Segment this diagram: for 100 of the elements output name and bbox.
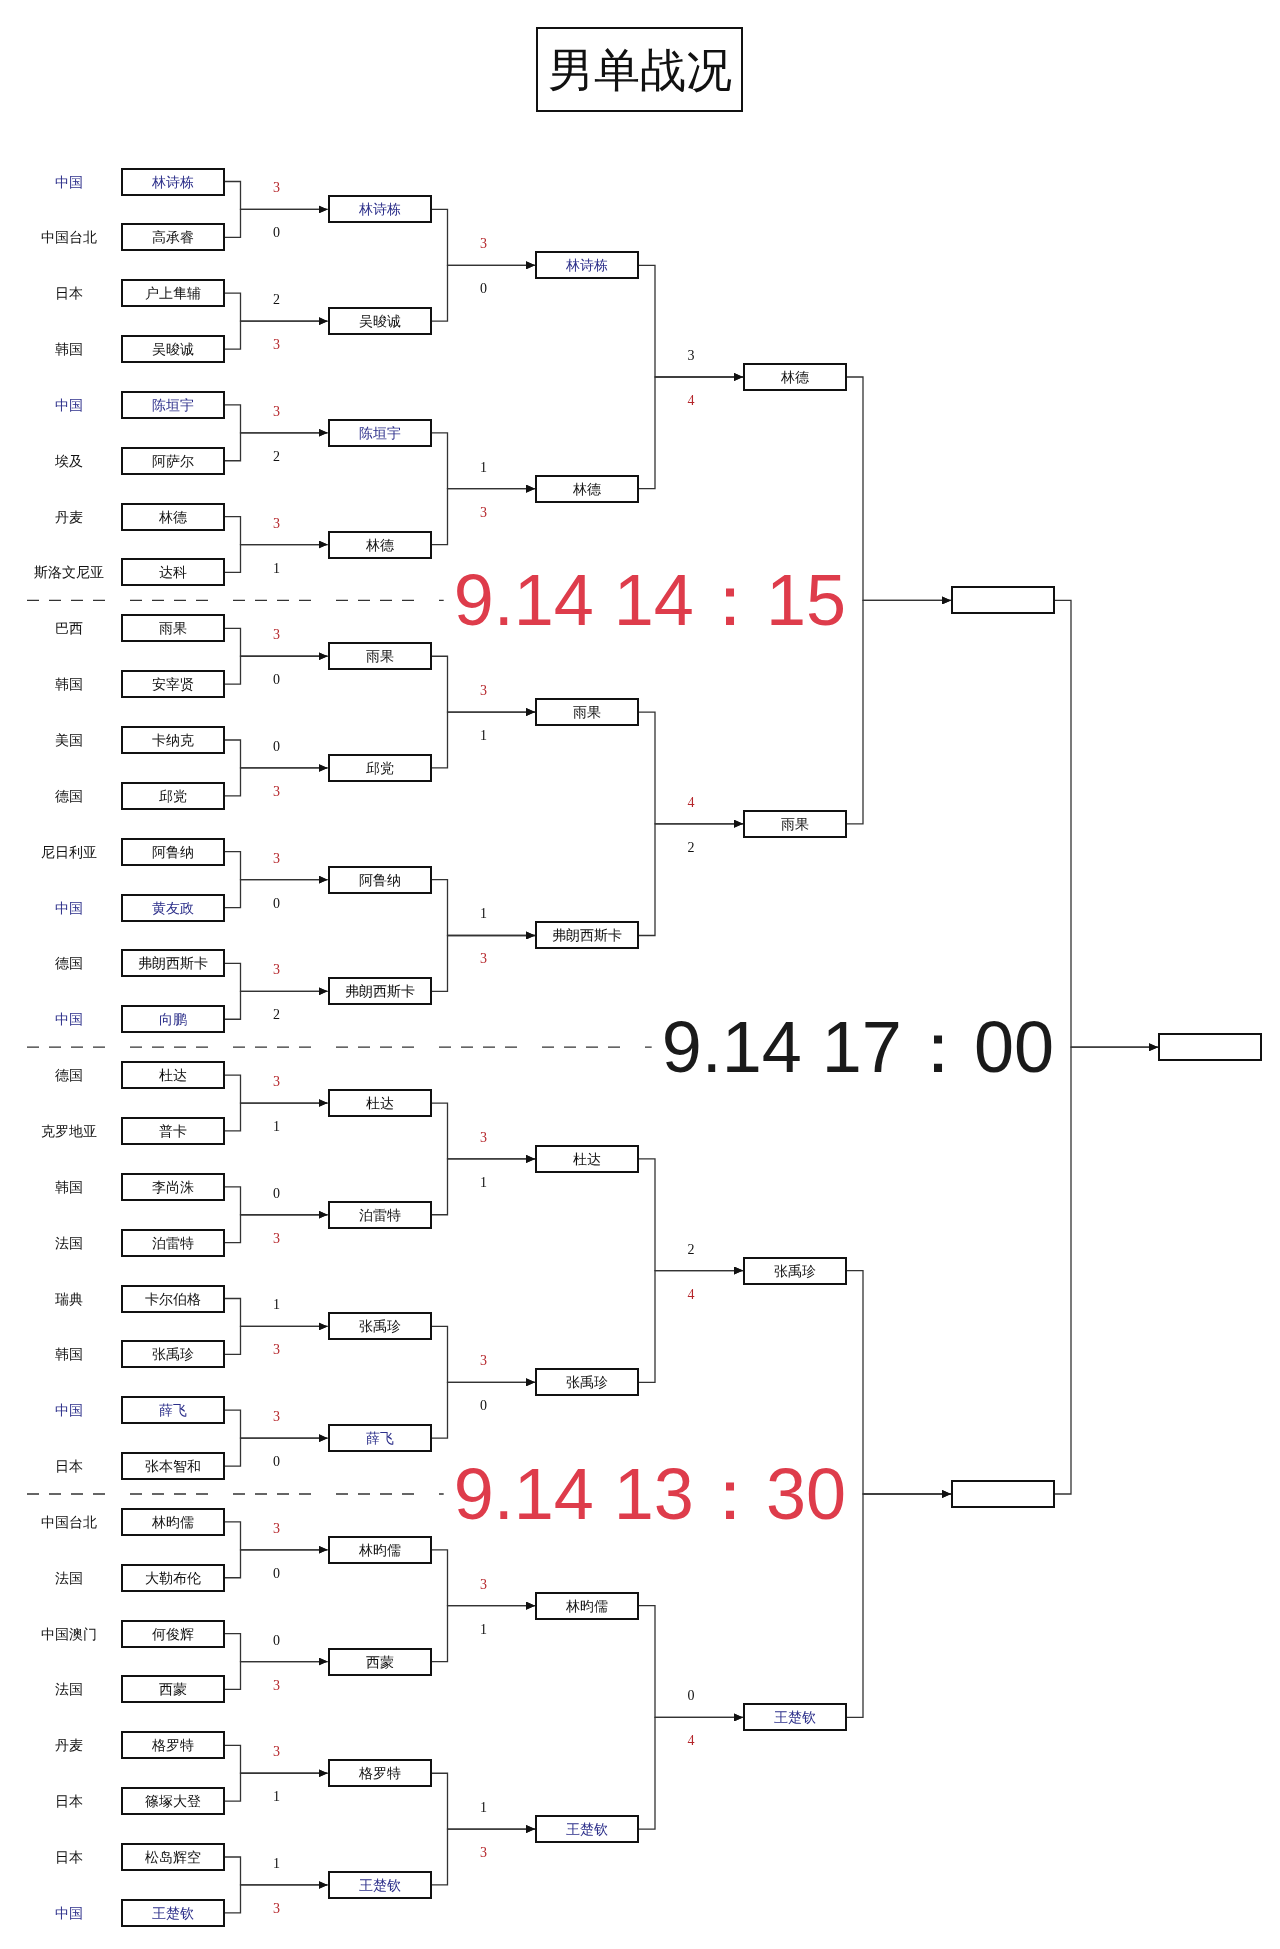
bracket-arrow: [223, 652, 329, 685]
player-box: 泊雷特: [120, 1228, 225, 1257]
score-label: 3: [479, 1844, 488, 1860]
player-box: 林德: [535, 474, 639, 503]
score-label: 3: [479, 504, 488, 520]
player-box: 达科: [120, 558, 225, 587]
country-label: 丹麦: [55, 1737, 83, 1754]
bracket-arrow: [430, 1601, 536, 1663]
country-label: 德国: [55, 1067, 83, 1084]
player-box: 张禹珍: [535, 1368, 639, 1397]
country-label: 尼日利亚: [41, 843, 97, 860]
player-box: 林昀儒: [120, 1507, 225, 1536]
bracket-arrow: [430, 261, 536, 322]
score-label: 3: [272, 403, 281, 419]
score-label: 2: [272, 1006, 281, 1022]
score-label: 1: [272, 1855, 281, 1871]
score-label: 1: [272, 560, 281, 575]
bracket-arrow: [846, 1490, 952, 1719]
country-label: 瑞典: [55, 1290, 83, 1307]
bracket-arrow: [638, 819, 744, 937]
score-label: 3: [272, 1677, 281, 1692]
score-label: 0: [272, 224, 281, 240]
score-label: 4: [686, 794, 696, 810]
country-label: 日本: [55, 1458, 83, 1475]
player-box: 林德: [120, 502, 225, 531]
player-box: 户上隼辅: [120, 279, 225, 308]
country-label: 中国: [55, 1011, 83, 1028]
country-label: 中国台北: [41, 229, 97, 246]
score-label: 3: [272, 336, 281, 352]
player-box: 阿鲁纳: [327, 865, 432, 894]
player-box: 邱党: [120, 781, 225, 810]
bracket-arrow: [223, 763, 329, 797]
player-box: 林诗栋: [535, 251, 639, 280]
score-label: 4: [686, 1732, 696, 1748]
country-label: 法国: [55, 1681, 83, 1698]
country-label: 德国: [55, 787, 83, 804]
score-label: 3: [272, 1743, 281, 1759]
player-box: 向鹏: [120, 1005, 225, 1034]
player-box: 陈垣宇: [327, 418, 432, 447]
score-label: 2: [686, 839, 696, 855]
bracket-arrow: [223, 987, 329, 1020]
player-box: 张禹珍: [327, 1312, 432, 1341]
bracket-arrow: [223, 317, 329, 350]
score-label: 3: [272, 1230, 281, 1246]
score-label: 2: [686, 1241, 696, 1257]
player-box: 王楚钦: [120, 1898, 225, 1927]
bracket-arrow: [430, 1154, 536, 1216]
match-time-label: 9.14 14：15: [453, 564, 846, 637]
player-box: 张禹珍: [743, 1256, 847, 1285]
player-box: 大勒布伦: [120, 1563, 225, 1592]
match-time-label: 9.14 13：30: [453, 1458, 846, 1530]
score-label: 1: [479, 1174, 488, 1190]
country-label: 日本: [55, 285, 83, 302]
player-box: 松岛辉空: [120, 1843, 225, 1871]
country-label: 韩国: [55, 676, 83, 693]
player-box: 弗朗西斯卡: [120, 949, 225, 978]
player-box: 格罗特: [120, 1731, 225, 1760]
country-label: 中国台北: [41, 1513, 97, 1530]
score-label: 4: [686, 1286, 696, 1302]
player-box: 王楚钦: [535, 1815, 639, 1844]
player-box: 弗朗西斯卡: [535, 921, 639, 950]
country-label: 日本: [55, 1793, 83, 1810]
player-box: 弗朗西斯卡: [327, 977, 432, 1006]
score-label: 1: [479, 727, 488, 743]
bracket-arrow: [223, 428, 329, 462]
blank-box: [951, 1479, 1055, 1508]
bracket-arrow: [223, 1210, 329, 1244]
bracket-arrow: [430, 484, 536, 546]
score-label: 3: [479, 1576, 488, 1592]
player-box: 阿鲁纳: [120, 837, 225, 866]
score-label: 3: [479, 1352, 488, 1368]
score-label: 3: [479, 235, 488, 251]
player-box: 林诗栋: [327, 195, 432, 224]
player-box: 安宰贤: [120, 670, 225, 699]
blank-box: [951, 586, 1055, 615]
player-box: 杜达: [120, 1061, 225, 1090]
score-label: 3: [272, 515, 281, 530]
player-box: 林诗栋: [120, 167, 225, 196]
score-label: 3: [272, 626, 281, 642]
score-label: 3: [272, 850, 281, 866]
score-label: 3: [272, 179, 281, 195]
player-box: 张禹珍: [120, 1340, 225, 1369]
player-box: 薛飞: [327, 1424, 432, 1453]
player-box: 西蒙: [120, 1675, 225, 1704]
player-box: 普卡: [120, 1116, 225, 1145]
player-box: 林昀儒: [535, 1591, 639, 1620]
country-label: 斯洛文尼亚: [34, 564, 104, 581]
player-box: 何俊辉: [120, 1619, 225, 1648]
score-label: 1: [272, 1296, 281, 1312]
country-label: 日本: [55, 1849, 83, 1865]
score-label: 0: [272, 1185, 281, 1201]
title-heading: 男单战况: [536, 27, 743, 112]
country-label: 韩国: [55, 341, 83, 358]
bracket-arrow: [638, 373, 744, 490]
bracket-arrow: [846, 596, 952, 825]
bracket-arrow: [223, 205, 329, 238]
player-box: 卡尔伯格: [120, 1284, 225, 1313]
country-label: 法国: [55, 1234, 83, 1251]
player-box: 林昀儒: [327, 1535, 432, 1564]
score-label: 3: [479, 950, 488, 966]
